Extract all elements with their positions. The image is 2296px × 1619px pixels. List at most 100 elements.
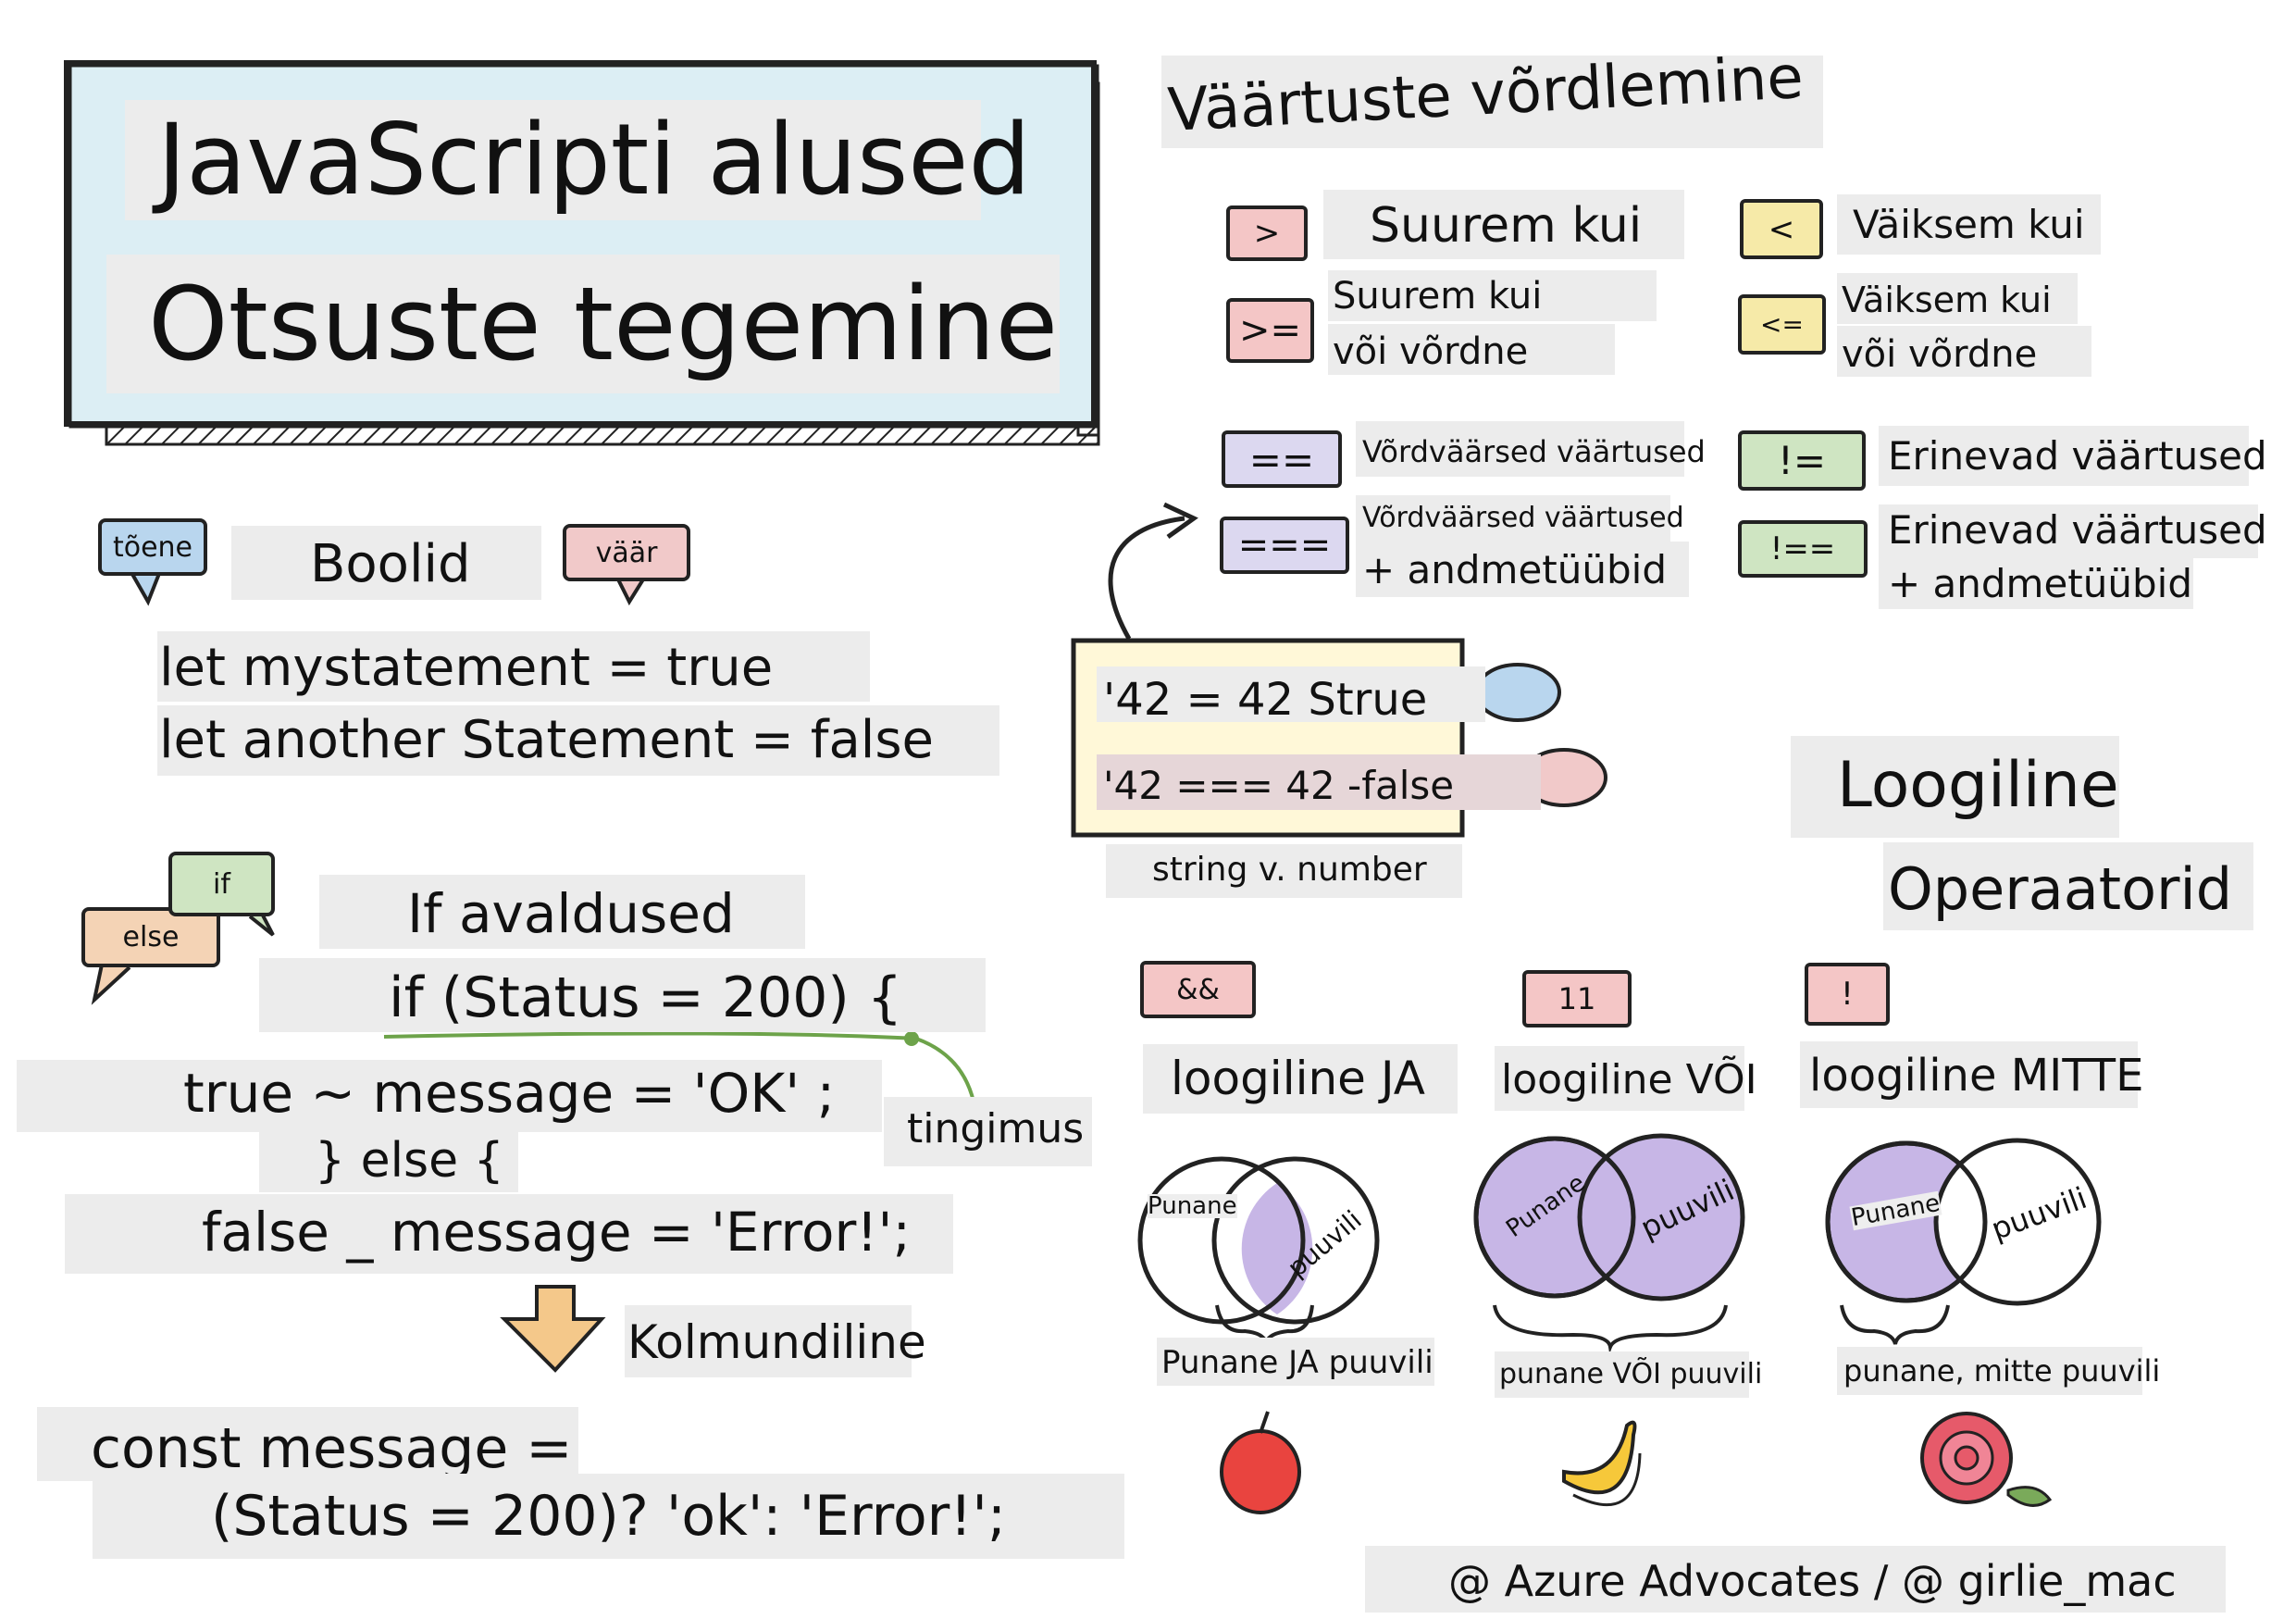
strict-not-equal-label-1: Erinevad väärtused (1888, 507, 2267, 553)
less-equal-label-2: või võrdne (1842, 333, 2038, 376)
example-bg-2 (1097, 754, 1541, 810)
true-bubble: tõene (98, 518, 207, 576)
not-equal-symbol: != (1738, 430, 1866, 491)
and-symbol-text: && (1176, 973, 1220, 1006)
example-line-2: '42 === 42 -false (1103, 763, 1455, 808)
if-heading: If avaldused (407, 882, 735, 945)
less-than-symbol: < (1740, 199, 1823, 259)
strict-equal-bg-1 (1356, 495, 1670, 542)
less-equal-label-1: Väiksem kui (1842, 280, 2052, 320)
or-label-bg (1495, 1046, 1744, 1111)
credit-bg (1365, 1546, 2226, 1613)
less-equal-bg-1 (1837, 273, 2078, 324)
strict-equal-symbol: === (1220, 517, 1349, 574)
ternary-code-line-1: const message = (91, 1416, 573, 1481)
if-code-line-2: true ~ message = 'OK' ; (183, 1062, 836, 1125)
booleans-heading: Boolid (310, 534, 471, 594)
greater-equal-label-1: Suurem kui (1333, 275, 1543, 318)
true-bubble-label: tõene (112, 530, 193, 564)
if-code-bg-3 (259, 1127, 518, 1192)
greater-equal-symbol-text: >= (1238, 309, 1302, 352)
if-code-bg-4 (65, 1194, 953, 1274)
greater-equal-bg-1 (1328, 270, 1657, 321)
credit-text: @ Azure Advocates / @ girlie_mac (1448, 1556, 2177, 1606)
ternary-heading-bg (625, 1305, 912, 1377)
false-bubble-label: väär (595, 536, 658, 569)
not-caption-bg (1837, 1347, 2142, 1395)
greater-equal-bg-2 (1328, 324, 1615, 375)
and-caption-bg (1157, 1338, 1434, 1386)
bool-code-bg-1 (157, 631, 870, 702)
strict-not-equal-symbol: !== (1738, 520, 1868, 578)
condition-label-bg (884, 1097, 1092, 1166)
if-bubble: if (168, 852, 275, 916)
ternary-code-line-2: (Status = 200)? 'ok': 'Error!'; (211, 1484, 1007, 1549)
and-left-set: Punane (1148, 1192, 1237, 1220)
ternary-code-bg-1 (37, 1407, 578, 1481)
strict-equal-symbol-text: === (1237, 524, 1332, 567)
strict-not-equal-bg-1 (1879, 504, 2258, 558)
strict-not-equal-label-2: + andmetüübid (1888, 561, 2193, 606)
and-caption: Punane JA puuvili (1161, 1344, 1433, 1381)
equal-symbol-text: == (1248, 436, 1315, 482)
greater-equal-symbol: >= (1226, 298, 1314, 363)
if-code-bg-2 (17, 1060, 882, 1132)
not-label-bg (1800, 1041, 2138, 1108)
not-label: loogiline MITTE (1809, 1050, 2144, 1102)
logical-heading-line-1: Loogiline (1837, 749, 2119, 822)
strict-not-equal-symbol-text: !== (1769, 530, 1836, 567)
if-heading-bg (319, 875, 805, 949)
venn-or (1473, 1133, 1745, 1301)
or-symbol: 11 (1522, 970, 1632, 1027)
else-bubble: else (81, 907, 220, 967)
example-bg-1 (1097, 666, 1485, 722)
condition-label: tingimus (907, 1105, 1085, 1152)
title-line2-bg (106, 255, 1060, 393)
if-code-line-1: if (Status = 200) { (389, 965, 903, 1030)
not-symbol: ! (1805, 963, 1890, 1026)
or-caption: punane VÕI puuvili (1499, 1358, 1763, 1390)
logical-heading-line-2: Operaatorid (1888, 855, 2233, 923)
if-code-bg-1 (259, 958, 986, 1032)
false-bubble: väär (563, 524, 690, 581)
not-symbol-text: ! (1841, 976, 1854, 1013)
bool-code-line-2: let another Statement = false (159, 710, 934, 770)
apple-icon (1220, 1411, 1301, 1514)
logical-heading-bg-1 (1791, 736, 2119, 838)
strict-not-equal-bg-2 (1879, 555, 2193, 609)
bool-code-bg-2 (157, 705, 999, 776)
page-subtitle: Otsuste tegemine (148, 265, 1059, 383)
greater-equal-label-2: või võrdne (1333, 330, 1529, 373)
equal-label: Võrdväärsed väärtused (1362, 434, 1706, 469)
strict-equal-label-2: + andmetüübid (1362, 547, 1668, 592)
title-line1-bg (125, 100, 981, 220)
comparison-heading-bg (1161, 56, 1823, 148)
greater-than-bg (1323, 190, 1684, 259)
less-than-bg (1837, 194, 2101, 255)
if-code-line-4: false _ message = 'Error!'; (202, 1201, 912, 1264)
else-bubble-label: else (122, 921, 180, 953)
booleans-heading-bg (231, 526, 541, 600)
greater-than-symbol: > (1226, 205, 1308, 261)
and-label-bg (1143, 1044, 1458, 1114)
example-line-1: '42 = 42 Strue (1103, 674, 1428, 726)
or-label: loogiline VÕI (1501, 1056, 1757, 1103)
less-than-symbol-text: < (1768, 210, 1795, 248)
or-symbol-text: 11 (1558, 981, 1596, 1016)
logical-heading-bg-2 (1883, 842, 2253, 930)
banana-icon (1562, 1420, 1642, 1507)
strict-equal-label-1: Võrdväärsed väärtused (1362, 502, 1684, 534)
or-caption-bg (1495, 1351, 1749, 1398)
example-caption: string v. number (1152, 851, 1427, 889)
and-symbol: && (1140, 961, 1256, 1018)
greater-than-symbol-text: > (1253, 215, 1281, 252)
less-equal-symbol-text: <= (1760, 309, 1804, 340)
not-equal-bg (1879, 426, 2249, 486)
less-equal-symbol: <= (1738, 294, 1826, 355)
greater-than-label: Suurem kui (1370, 198, 1643, 254)
not-equal-label: Erinevad väärtused (1888, 433, 2267, 479)
not-caption: punane, mitte puuvili (1843, 1353, 2161, 1389)
equal-symbol: == (1222, 430, 1342, 488)
bool-code-line-1: let mystatement = true (159, 638, 774, 698)
and-label: loogiline JA (1171, 1052, 1425, 1105)
